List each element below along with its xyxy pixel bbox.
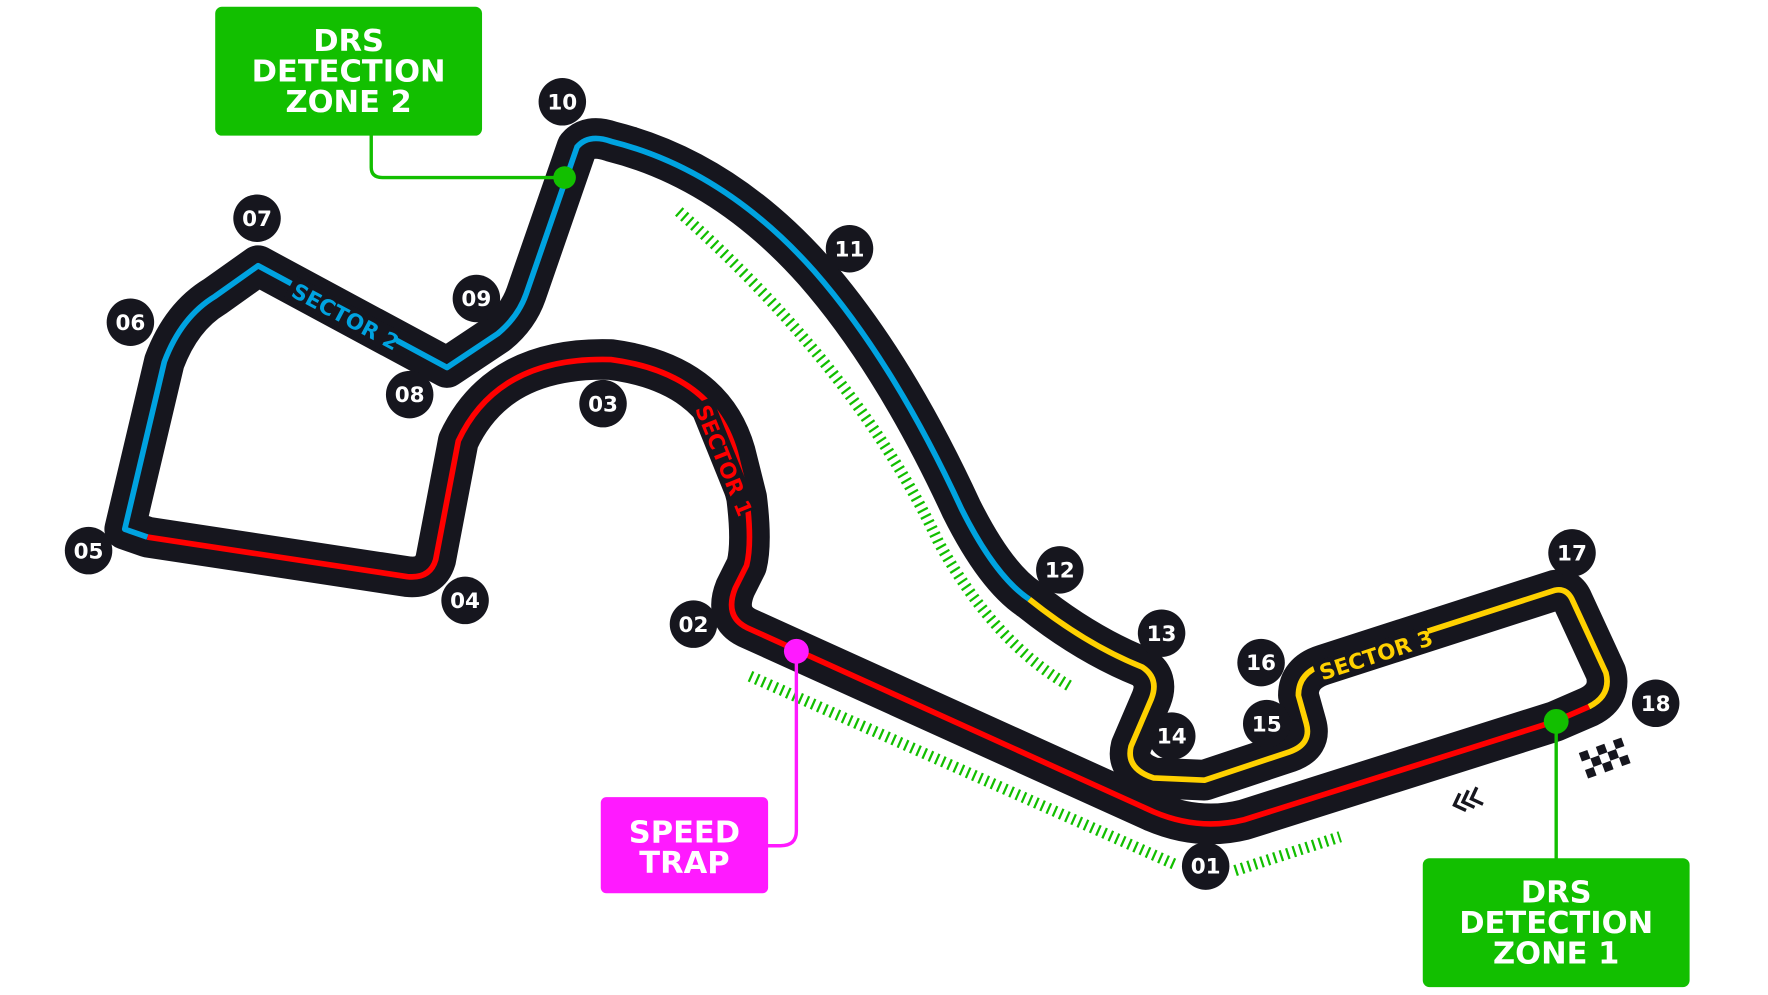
svg-text:SPEED: SPEED — [629, 815, 740, 850]
svg-text:DRS: DRS — [313, 24, 384, 59]
turn-number: 04 — [450, 589, 480, 614]
turn-badge — [1242, 699, 1291, 748]
direction-chevrons-icon — [1452, 786, 1484, 812]
kerb-turn-02-01 — [747, 670, 1179, 871]
svg-text:DETECTION: DETECTION — [252, 54, 446, 89]
turn-badge — [233, 194, 281, 242]
turn-badge — [452, 274, 501, 323]
speed-trap-connector — [766, 651, 799, 848]
turn-number: 14 — [1157, 725, 1187, 750]
svg-text:TRAP: TRAP — [639, 846, 729, 881]
svg-text:DETECTION: DETECTION — [1459, 906, 1653, 941]
chequered-flag-icon — [1578, 737, 1631, 779]
turn-number: 06 — [115, 311, 145, 336]
turn-marker-06: 06 — [106, 298, 155, 346]
kerb-turn-11-12 — [675, 207, 1076, 693]
speed-trap-box: SPEED TRAP — [600, 797, 769, 894]
turn-marker-04: 04 — [441, 576, 489, 625]
speed-trap-marker — [783, 638, 809, 664]
turn-marker-16: 16 — [1237, 638, 1285, 687]
turn-number: 03 — [588, 392, 618, 417]
turn-badge — [441, 576, 489, 625]
turn-number: 08 — [395, 383, 425, 408]
turn-badge — [1548, 529, 1596, 577]
sector-3-line — [1027, 587, 1610, 783]
turn-number: 15 — [1252, 712, 1282, 737]
turn-number: 18 — [1641, 692, 1671, 717]
turn-marker-10: 10 — [538, 78, 587, 126]
svg-text:ZONE 1: ZONE 1 — [1493, 936, 1619, 971]
turn-marker-01: 01 — [1181, 842, 1230, 890]
kerb-turn-01-exit — [1233, 831, 1342, 877]
turn-number: 12 — [1045, 558, 1075, 583]
turn-marker-09: 09 — [452, 274, 501, 323]
turn-number: 16 — [1246, 651, 1276, 676]
turn-marker-12: 12 — [1036, 546, 1084, 594]
turn-badge — [1237, 638, 1285, 687]
turn-badge — [385, 370, 434, 419]
turn-marker-02: 02 — [669, 600, 718, 648]
turn-number: 09 — [461, 287, 491, 312]
sector-2-line — [121, 135, 1031, 602]
turn-marker-05: 05 — [64, 526, 113, 575]
turn-marker-15: 15 — [1242, 699, 1291, 748]
turn-marker-18: 18 — [1631, 679, 1680, 728]
turn-marker-03: 03 — [579, 379, 627, 428]
turn-badge — [1137, 609, 1186, 657]
turn-number: 02 — [679, 613, 709, 638]
turn-number: 11 — [835, 237, 865, 262]
turn-number: 01 — [1191, 855, 1221, 880]
turn-marker-14: 14 — [1148, 712, 1196, 760]
turn-badge — [1631, 679, 1680, 728]
turn-number: 05 — [74, 539, 104, 564]
turn-badge — [669, 600, 718, 648]
drs-zone-2-connector — [369, 133, 565, 180]
turn-badge — [64, 526, 113, 575]
svg-text:DRS: DRS — [1521, 875, 1592, 910]
drs-zone-1-box: DRS DETECTION ZONE 1 — [1422, 858, 1690, 988]
turn-marker-08: 08 — [385, 370, 434, 419]
turn-number: 13 — [1147, 622, 1177, 647]
turn-marker-13: 13 — [1137, 609, 1186, 657]
turn-badge — [579, 379, 627, 428]
turn-badge — [1148, 712, 1196, 760]
svg-text:ZONE 2: ZONE 2 — [285, 85, 411, 120]
turn-number: 10 — [547, 90, 577, 115]
turn-badge — [538, 78, 587, 126]
turn-badge — [1181, 842, 1230, 890]
turn-number: 17 — [1557, 542, 1587, 567]
sector-1-line — [146, 356, 1591, 827]
turn-badge — [825, 225, 874, 273]
turn-number: 07 — [242, 207, 272, 232]
drs-zone-1-marker — [1543, 708, 1569, 734]
turn-badge — [1036, 546, 1084, 594]
turn-marker-17: 17 — [1548, 529, 1596, 577]
drs-zone-2-box: DRS DETECTION ZONE 2 — [215, 6, 483, 136]
turn-badge — [106, 298, 155, 346]
turn-marker-11: 11 — [825, 225, 874, 273]
turn-marker-07: 07 — [233, 194, 281, 242]
drs-zone-2-marker — [553, 166, 576, 189]
